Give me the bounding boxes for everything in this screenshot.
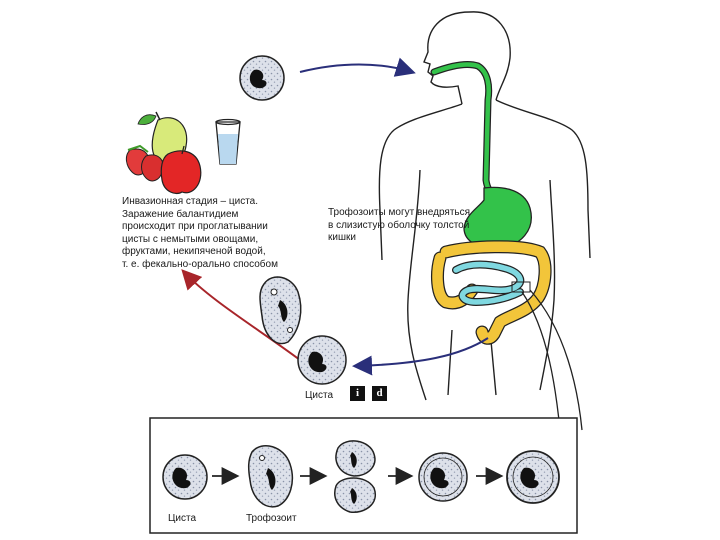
apple-icon [160,145,202,195]
bottom-cyst-label: Циста [168,513,197,524]
colon-inset-marker [511,281,531,293]
small-intestine [452,260,525,307]
ingestion-arrow [299,57,416,77]
dividing-trophozoite-icon [334,440,377,513]
human-body-icon [378,11,591,401]
trophozoite-icon [259,276,302,345]
infective-stage-badge: i [350,386,365,401]
cyst-label: Циста [305,390,334,401]
reinfection-arrow [181,269,301,361]
strawberry-icon [125,144,164,182]
cyst-icon [506,450,560,504]
diagnostic-stage-badge: d [372,386,387,401]
cyst-icon [297,335,347,385]
cyst-icon [239,55,285,101]
invasive-stage-note: Инвазионная стадия – циста. Заражение ба… [122,196,278,270]
trophozoite-icon [247,445,294,508]
bottom-trophozoite-label: Трофозоит [246,513,297,524]
inset-guide-lines [521,289,583,431]
cyst-icon [162,454,208,500]
digestive-tract [430,60,532,249]
trophozoite-invasion-note: Трофозоиты могут внедряться в слизистую … [328,207,471,243]
excretion-arrow [352,337,489,376]
water-glass-icon [215,118,241,165]
cyst-icon [418,452,468,502]
